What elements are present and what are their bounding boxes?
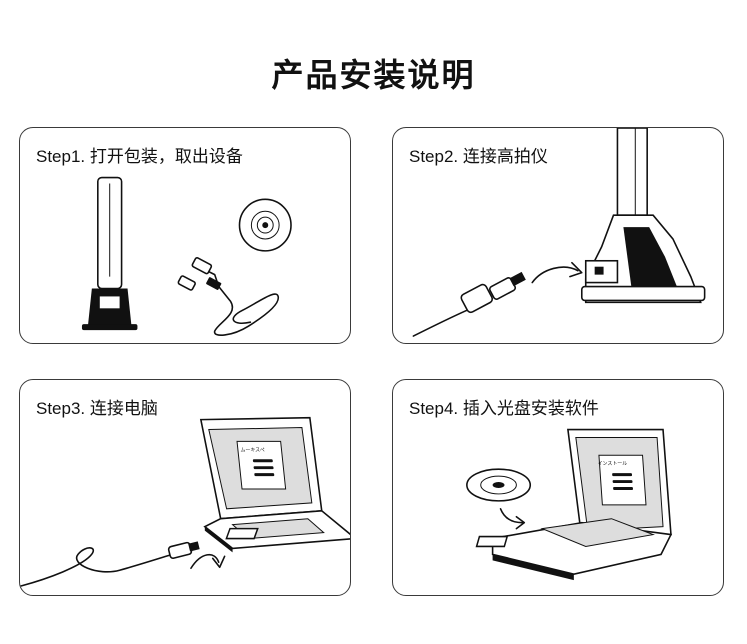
laptop-icon: ムーキスペ [199,416,350,553]
usb-plug-icon [412,271,526,337]
scanner-icon [81,176,138,331]
cd-disc-icon [238,198,292,252]
step-card-2: Step2. 连接高拍仪 [392,127,724,344]
connect-scanner-illustration [412,128,706,337]
page-title: 产品安装说明 [271,56,476,94]
connect-computer-illustration: ムーキスペ [20,416,350,587]
step-label-1: Step1. 打开包装，取出设备 [36,147,243,166]
step-card-3: Step3. 连接电脑 ムーキスペ [19,379,351,596]
laptop-icon: インストール [475,428,673,581]
unpack-illustration [81,176,292,336]
usb-cable-icon [20,541,200,587]
arrow-icon [190,553,220,570]
step-label-4: Step4. 插入光盘安装软件 [409,399,599,418]
usb-cable-icon [177,257,279,336]
arrow-icon [531,266,579,284]
cd-disc-icon [466,468,532,502]
step-label-3: Step3. 连接电脑 [36,399,158,418]
step-label-2: Step2. 连接高拍仪 [409,147,548,166]
scanner-base-icon [580,128,706,304]
step-card-1: Step1. 打开包装，取出设备 [19,127,351,344]
insert-cd-illustration: インストール [466,428,673,581]
arrow-icon [499,508,524,524]
screen-text: ムーキスペ [240,447,264,453]
screen-text: インストール [598,461,628,467]
step-card-4: Step4. 插入光盘安装软件 インストール [392,379,724,596]
